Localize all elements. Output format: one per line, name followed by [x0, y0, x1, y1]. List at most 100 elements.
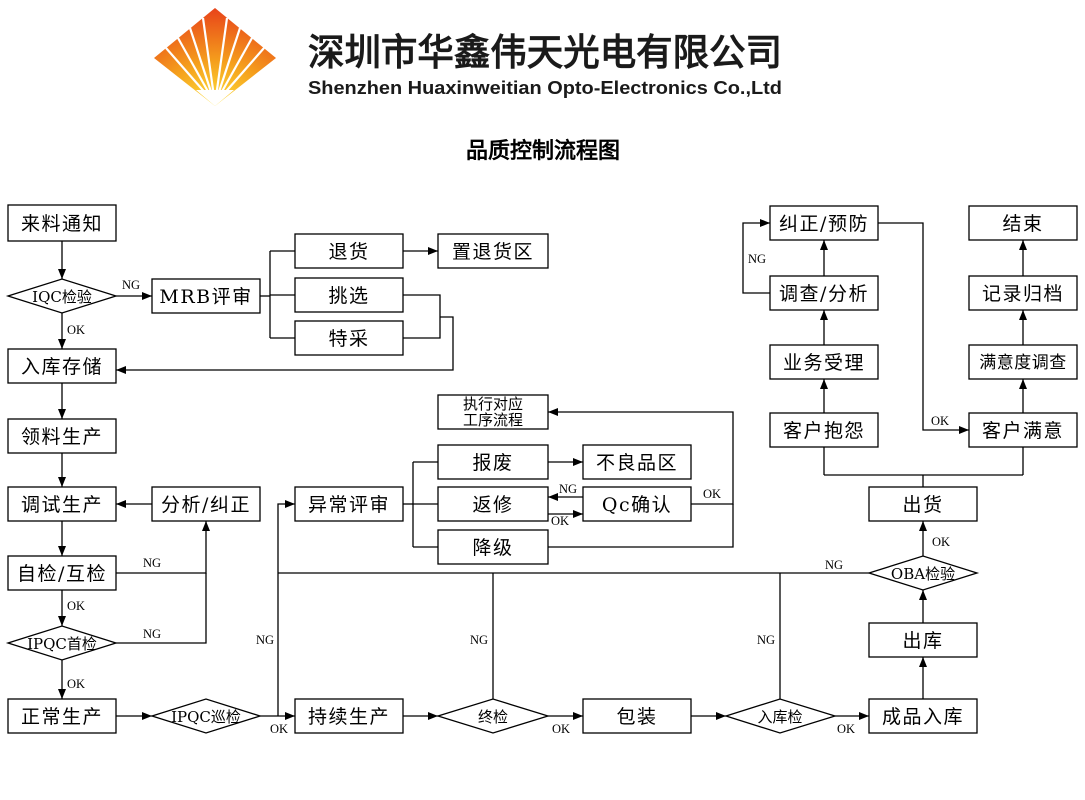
node-label: 正常生产: [21, 706, 103, 728]
node-special-accept: 特采: [294, 320, 404, 356]
edge-label-warehouse-ok: OK: [837, 722, 855, 736]
node-label-line-1: 执行对应: [463, 395, 523, 413]
node-label: 成品入库: [882, 706, 964, 728]
node-debug-production: 调试生产: [7, 486, 117, 522]
company-name-en: Shenzhen Huaxinweitian Opto-Electronics …: [308, 77, 782, 98]
node-warehouse-storage: 入库存储: [7, 348, 117, 384]
decision-oba: OBA检验: [866, 555, 980, 591]
decision-diamond: [5, 625, 119, 661]
node-label: 入库存储: [21, 356, 103, 378]
logo-diamond: [154, 8, 276, 106]
connector-first-ng: [116, 573, 207, 644]
node-label: 客户满意: [982, 420, 1064, 442]
node-label: 持续生产: [308, 706, 390, 728]
node-qc-confirm: Qc确认: [582, 486, 692, 522]
decision-label: OBA检验: [891, 565, 955, 583]
node-label: MRB评审: [159, 286, 252, 308]
node-box: [968, 412, 1078, 448]
node-customer-complaint: 客户抱怨: [769, 412, 879, 448]
node-box: [582, 698, 692, 734]
node-label: 特采: [328, 328, 369, 350]
connector-investigation-ng-loop: [742, 219, 770, 294]
node-box: [151, 278, 261, 314]
connector-downgrade-to-exec: [548, 504, 734, 548]
decision-warehouse-inspection: 入库检: [723, 698, 838, 734]
node-business-accept: 业务受理: [769, 344, 879, 380]
node-label: 满意度调查: [979, 353, 1067, 373]
edge-label-oba-ok: OK: [932, 535, 950, 549]
node-label: 纠正/预防: [779, 213, 869, 235]
node-scrap: 报废: [437, 444, 549, 480]
node-continuous-production: 持续生产: [294, 698, 404, 734]
node-packaging: 包装: [582, 698, 692, 734]
decision-diamond: [435, 698, 551, 734]
connectors: [58, 219, 1027, 720]
node-record-archive: 记录归档: [968, 275, 1078, 311]
page-title: 品质控制流程图: [466, 138, 620, 164]
node-box: [294, 233, 404, 269]
edge-label-self-check-ng: NG: [143, 556, 161, 570]
node-box: [294, 486, 404, 522]
decision-label: 终检: [478, 708, 508, 726]
node-shipment: 出货: [868, 486, 978, 522]
logo-bottom-cut: [196, 90, 234, 106]
node-box: [7, 348, 117, 384]
edge-label-first-check-ng: NG: [143, 627, 161, 641]
node-label: 退货: [328, 241, 369, 263]
node-label: 返修: [472, 494, 513, 516]
node-downgrade: 降级: [437, 529, 549, 565]
node-self-check: 自检/互检: [7, 555, 117, 591]
node-box: [868, 698, 978, 734]
company-name-cn: 深圳市华鑫伟天光电有限公司: [308, 31, 782, 74]
node-incoming-notice: 来料通知: [7, 204, 117, 242]
node-box: [868, 622, 978, 658]
node-label: 异常评审: [308, 494, 390, 516]
node-box: [7, 698, 117, 734]
node-box: [769, 344, 879, 380]
node-customer-satisfied: 客户满意: [968, 412, 1078, 448]
edge-label-rework-ok: OK: [551, 514, 569, 528]
node-satisfaction-survey: 满意度调查: [968, 344, 1078, 380]
node-label-line-2: 工序流程: [463, 411, 523, 429]
decision-ipqc-first: IPQC首检: [5, 625, 119, 661]
node-box: [582, 444, 692, 480]
connector-patrol-ng-to-exception: [277, 500, 295, 716]
node-label: 调查/分析: [779, 283, 869, 305]
decision-label: 入库检: [757, 708, 802, 726]
node-box: [294, 320, 404, 356]
node-investigation: 调查/分析: [769, 275, 879, 311]
node-label: 客户抱怨: [783, 420, 865, 442]
node-mrb-review: MRB评审: [151, 278, 261, 314]
decision-iqc: IQC检验: [5, 278, 119, 314]
node-label: 置退货区: [452, 241, 534, 263]
node-return-area: 置退货区: [437, 233, 549, 269]
node-label: 结束: [1002, 213, 1043, 235]
connector-qc-ok-to-exec: [548, 408, 734, 505]
node-label: 领料生产: [21, 426, 103, 448]
node-label: 来料通知: [21, 213, 103, 235]
connector-corrective-to-satisfied: [878, 222, 969, 434]
edge-label-qc-ng: NG: [559, 482, 577, 496]
node-label: 出库: [902, 630, 943, 652]
node-box: [437, 529, 549, 565]
node-label: 分析/纠正: [161, 494, 251, 516]
node-label: 包装: [616, 706, 657, 728]
decision-label: IQC检验: [32, 288, 92, 306]
edge-label-final-ng: NG: [470, 633, 488, 647]
node-label: 出货: [902, 494, 943, 516]
node-finished-storage: 成品入库: [868, 698, 978, 734]
decision-diamond: [5, 278, 119, 314]
edge-label-final-ok: OK: [552, 722, 570, 736]
edge-label-patrol-ng: NG: [256, 633, 274, 647]
decision-label: IPQC巡检: [171, 708, 241, 726]
node-box: [968, 275, 1078, 311]
node-corrective-preventive: 纠正/预防: [769, 205, 879, 241]
node-box: [437, 394, 549, 430]
node-box: [7, 204, 117, 242]
edge-label-patrol-ok: OK: [270, 722, 288, 736]
node-box: [868, 486, 978, 522]
node-box: [294, 698, 404, 734]
node-box: [769, 275, 879, 311]
node-box: [294, 277, 404, 313]
